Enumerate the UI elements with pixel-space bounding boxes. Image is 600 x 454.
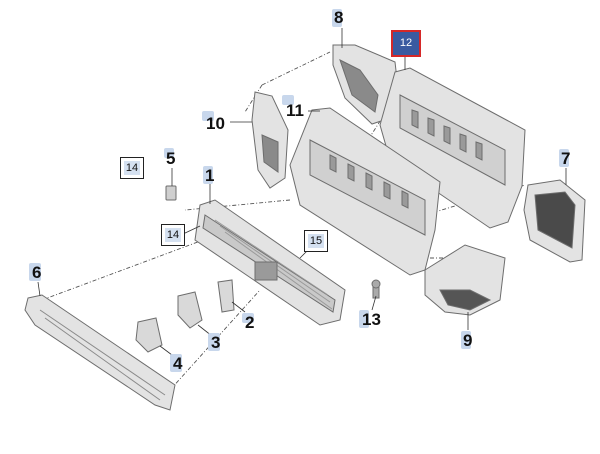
- boxed-callout-14-bottom[interactable]: 14: [161, 224, 185, 246]
- callout-11[interactable]: 11: [282, 95, 304, 121]
- part-3-bracket: [177, 291, 203, 329]
- part-4-bracket: [135, 317, 163, 353]
- callout-13-label: 13: [362, 310, 381, 329]
- callout-9[interactable]: 9: [461, 331, 473, 351]
- callout-6-label: 6: [32, 263, 42, 282]
- callout-4-label: 4: [173, 354, 183, 373]
- part-6-lower-bumper-strip: [24, 294, 176, 411]
- callout-12-highlighted[interactable]: 12: [391, 30, 421, 57]
- boxed-callout-14-top-label: 14: [125, 162, 139, 174]
- callout-6[interactable]: 6: [29, 263, 42, 283]
- callout-3[interactable]: 3: [208, 333, 221, 353]
- callout-8-label: 8: [334, 8, 344, 27]
- part-12-upper-air-guide: [379, 67, 526, 229]
- callout-3-label: 3: [211, 333, 221, 352]
- callout-12-label: 12: [399, 37, 413, 49]
- callout-2[interactable]: 2: [242, 313, 255, 333]
- callout-2-label: 2: [245, 313, 255, 332]
- part-11-middle-air-guide: [289, 107, 441, 276]
- part-2-bracket: [217, 279, 235, 313]
- callout-10-label: 10: [206, 114, 225, 133]
- part-9-lower-right-duct: [424, 244, 506, 316]
- callout-5-label: 5: [166, 149, 176, 168]
- part-10-left-side-duct: [251, 91, 289, 189]
- callout-9-label: 9: [463, 331, 473, 350]
- callout-7-label: 7: [561, 149, 571, 168]
- part-7-right-side-duct: [523, 179, 586, 263]
- callout-7[interactable]: 7: [559, 149, 571, 169]
- boxed-callout-14-bottom-label: 14: [166, 229, 180, 241]
- callout-4[interactable]: 4: [170, 354, 183, 374]
- callout-13[interactable]: 13: [359, 310, 381, 330]
- boxed-callout-14-top[interactable]: 14: [120, 157, 144, 179]
- boxed-callout-15-label: 15: [309, 235, 323, 247]
- callout-1[interactable]: 1: [203, 166, 215, 186]
- callout-11-label: 11: [286, 101, 304, 120]
- part-13-pin: [371, 279, 381, 299]
- callout-5[interactable]: 5: [164, 148, 176, 169]
- callout-1-label: 1: [205, 166, 215, 185]
- part-5-clip: [165, 185, 177, 201]
- callout-8[interactable]: 8: [332, 8, 344, 28]
- callout-10[interactable]: 10: [202, 111, 225, 134]
- part-1-active-shutter-frame: [194, 199, 346, 326]
- boxed-callout-15[interactable]: 15: [304, 230, 328, 252]
- callout-leaders: [37, 28, 567, 359]
